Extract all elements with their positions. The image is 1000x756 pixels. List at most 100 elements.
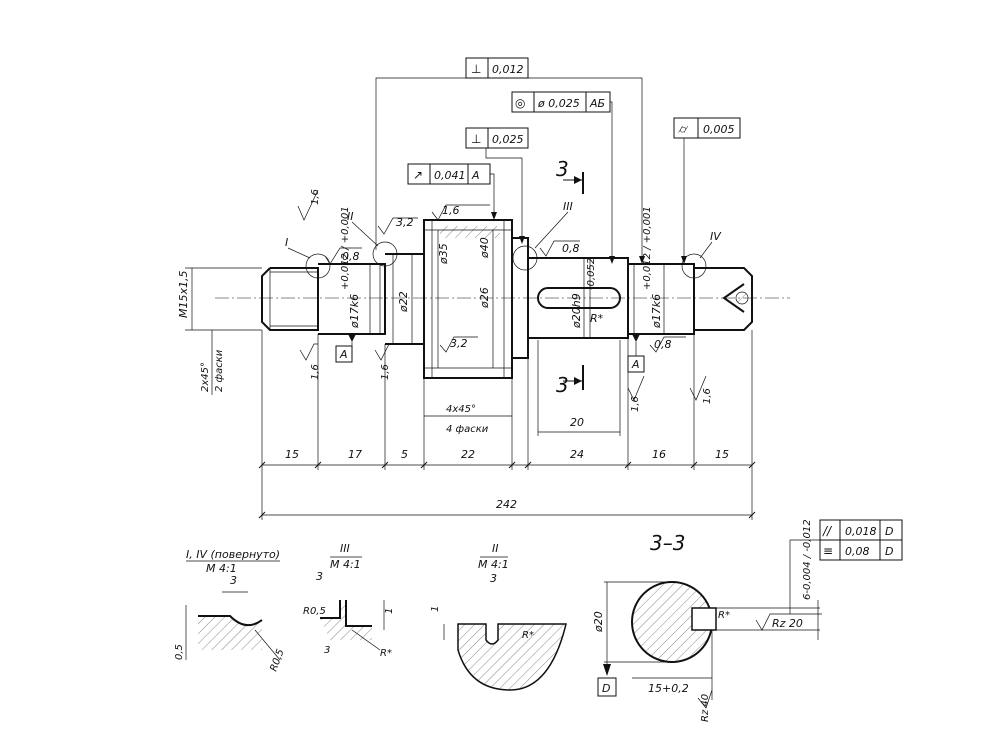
keyshaft-tolerance: -0,052 bbox=[586, 258, 597, 290]
datum-d: D bbox=[602, 682, 610, 695]
symmetry-datum: D bbox=[885, 545, 893, 558]
section-rz20: Rz 20 bbox=[772, 617, 803, 630]
thread-m15: M15x1,5 bbox=[177, 271, 190, 319]
section-rz40: Rz 40 bbox=[700, 694, 711, 722]
roughness-0-8-a: 0,8 bbox=[342, 250, 360, 263]
section-rstar: R* bbox=[718, 610, 730, 621]
roughness-1-6-d: 1,6 bbox=[380, 364, 391, 380]
runout-value: 0,041 bbox=[434, 169, 466, 182]
dim-24: 24 bbox=[570, 448, 584, 461]
section-key-width: 6-0,004 / -0,012 bbox=[802, 519, 813, 600]
detail-3-scale: М 4:1 bbox=[478, 558, 509, 571]
journal-right-diameter: ø17k6 bbox=[650, 294, 663, 329]
detail-2-dim1: 1 bbox=[384, 608, 395, 614]
tolerance-frames: ⊥ 0,012 ◎ ø 0,025 АБ ⊥ 0,025 ↗ 0,041 А ⌭… bbox=[375, 57, 903, 614]
symmetry-value: 0,08 bbox=[845, 545, 870, 558]
roughness-1-6-b: 1,6 bbox=[442, 204, 460, 217]
runout-symbol: ↗ bbox=[413, 168, 423, 182]
view-mark-ii: II bbox=[347, 210, 354, 223]
view-mark-iv: IV bbox=[710, 230, 722, 243]
coax-value: ø 0,025 bbox=[537, 97, 580, 110]
detail-3-rstar: R* bbox=[522, 630, 534, 641]
datum-a-left: А bbox=[339, 348, 348, 361]
roughness-0-8-b: 0,8 bbox=[562, 242, 580, 255]
chamfer-gear-note: 4 фаски bbox=[446, 424, 489, 435]
roughness-0-8-c: 0,8 bbox=[654, 338, 672, 351]
coax-symbol: ◎ bbox=[515, 96, 525, 110]
detail-2-r05: R0,5 bbox=[303, 606, 326, 617]
keyway-rstar: R* bbox=[590, 312, 604, 325]
roughness-1-6-f: 1,6 bbox=[702, 388, 713, 404]
cyl-value: 0,005 bbox=[703, 123, 735, 136]
shaft-outline bbox=[215, 219, 790, 379]
detail-3-title: II bbox=[492, 542, 499, 555]
section-title: 3–3 bbox=[650, 531, 685, 555]
roughness-marks: 1,6 0,8 3,2 1,6 1,6 1,6 3,2 0,8 1,6 0,8 … bbox=[297, 189, 713, 412]
perp-top-value: 0,012 bbox=[492, 63, 524, 76]
detail-ii: II М 4:1 3 1 R* bbox=[430, 542, 567, 691]
detail-1-r05: R0,5 bbox=[268, 648, 286, 673]
chamfer-left-value: 2x45° bbox=[200, 362, 211, 392]
diameter-40: ø40 bbox=[478, 237, 491, 259]
parallel-symbol: // bbox=[822, 524, 833, 538]
view-mark-i: I bbox=[285, 236, 288, 249]
dim-15-left: 15 bbox=[285, 448, 299, 461]
runout-datum: А bbox=[471, 169, 480, 182]
roughness-1-6-e: 1,6 bbox=[630, 396, 641, 412]
detail-i-iv: I, IV (повернуто) М 4:1 3 0,5 R0,5 bbox=[174, 548, 287, 673]
detail-2-dim3b: 3 bbox=[324, 645, 330, 656]
perp-mid-value: 0,025 bbox=[492, 133, 524, 146]
detail-2-rstar: R* bbox=[380, 648, 392, 659]
dim-15-right: 15 bbox=[715, 448, 729, 461]
dim-5: 5 bbox=[401, 448, 408, 461]
coax-datum: АБ bbox=[589, 97, 605, 110]
detail-2-dim3: 3 bbox=[316, 570, 323, 583]
dimensions: 15 17 5 22 24 16 15 242 20 M15x1,5 2x45°… bbox=[177, 206, 756, 520]
symmetry-symbol: ≡ bbox=[823, 544, 833, 558]
detail-circle-i bbox=[305, 253, 331, 279]
perp-mid-symbol: ⊥ bbox=[471, 132, 481, 146]
section-3-3: 3–3 ø20 D 15+0,2 Rz 40 R* Rz 20 6-0,004 … bbox=[592, 519, 822, 722]
view-marks: I II III IV 3 3 bbox=[285, 157, 722, 397]
detail-1-dim05: 0,5 bbox=[174, 644, 185, 660]
detail-iii: III М 4:1 3 R0,5 1 3 R* bbox=[303, 542, 395, 659]
detail-2-title: III bbox=[340, 542, 350, 555]
detail-1-title: I, IV (повернуто) bbox=[186, 548, 280, 561]
section-mark-bottom: 3 bbox=[556, 373, 569, 397]
dim-key-20: 20 bbox=[570, 416, 584, 429]
detail-1-dim3: 3 bbox=[230, 574, 237, 587]
view-mark-iii: III bbox=[563, 200, 573, 213]
dim-17: 17 bbox=[348, 448, 362, 461]
section-mark-top: 3 bbox=[556, 157, 569, 181]
diameter-35: ø35 bbox=[437, 243, 450, 265]
dim-22: 22 bbox=[461, 448, 475, 461]
journal-left-diameter: ø17k6 bbox=[348, 294, 361, 329]
detail-circle-iv bbox=[681, 253, 707, 279]
detail-1-scale: М 4:1 bbox=[206, 562, 237, 575]
detail-circle-ii bbox=[372, 241, 398, 267]
chamfer-left-note: 2 фаски bbox=[214, 349, 225, 392]
section-depth: 15+0,2 bbox=[648, 682, 689, 695]
roughness-1-6-c: 1,6 bbox=[310, 364, 321, 380]
detail-3-dim1: 1 bbox=[430, 606, 441, 612]
parallel-datum: D bbox=[885, 525, 893, 538]
detail-2-scale: М 4:1 bbox=[330, 558, 361, 571]
diameter-22: ø22 bbox=[397, 291, 410, 313]
roughness-1-6-a: 1,6 bbox=[310, 189, 321, 205]
roughness-3-2-b: 3,2 bbox=[450, 337, 468, 350]
parallel-value: 0,018 bbox=[845, 525, 877, 538]
datums: А А bbox=[335, 334, 645, 373]
perp-top-symbol: ⊥ bbox=[471, 62, 481, 76]
roughness-3-2: 3,2 bbox=[396, 216, 414, 229]
dim-16: 16 bbox=[652, 448, 666, 461]
journal-right-tolerance: +0,012 / +0,001 bbox=[642, 206, 653, 290]
datum-a-right: А bbox=[631, 358, 640, 371]
dim-total-242: 242 bbox=[496, 498, 517, 511]
chamfer-gear-value: 4x45° bbox=[446, 404, 476, 415]
keyshaft-diameter: ø20h9 bbox=[570, 293, 583, 329]
diameter-26: ø26 bbox=[478, 287, 491, 309]
cyl-symbol: ⌭ bbox=[678, 122, 689, 136]
section-diameter-20: ø20 bbox=[592, 611, 605, 633]
detail-3-dim3: 3 bbox=[490, 572, 497, 585]
